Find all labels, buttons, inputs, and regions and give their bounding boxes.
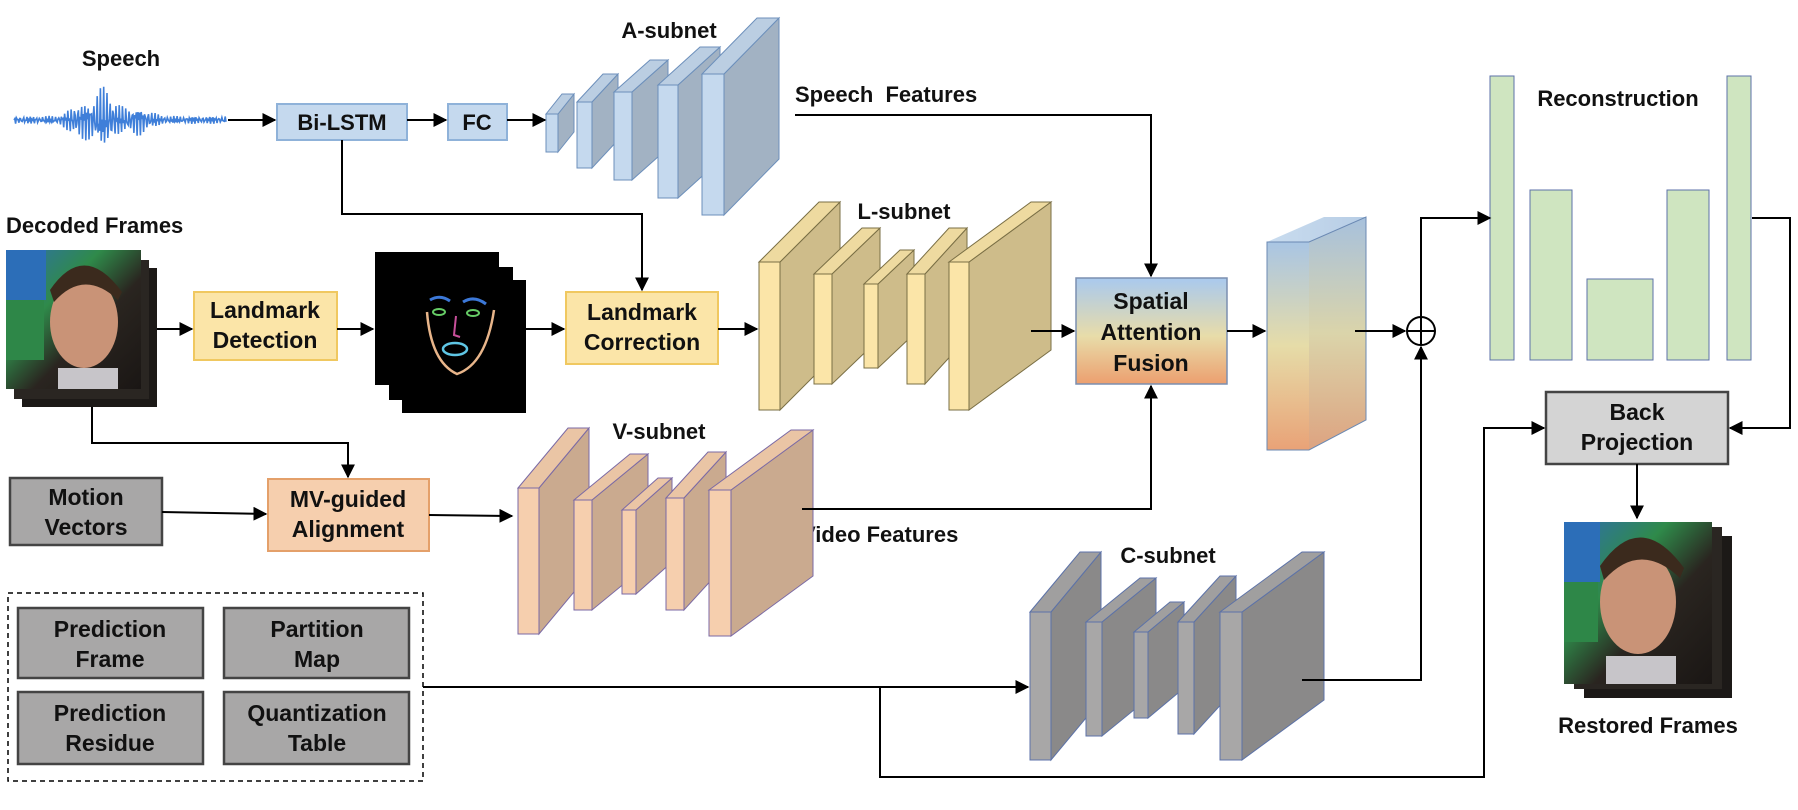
a-subnet-layer-2 xyxy=(575,72,620,170)
bilstm-label: Bi-LSTM xyxy=(297,110,386,135)
reconstruction-label: Reconstruction xyxy=(1537,86,1698,111)
quantization-table-label-1: Quantization xyxy=(247,700,386,726)
mv-alignment-block: MV-guided Alignment xyxy=(267,478,430,552)
prediction-residue-block: Prediction Residue xyxy=(16,690,205,766)
arrow-reconstruction-back-projection xyxy=(1728,217,1791,435)
prediction-frame-label-1: Prediction xyxy=(54,616,166,642)
fused-feature-map xyxy=(1266,216,1367,451)
reconstruction-layer-5 xyxy=(1726,75,1752,361)
partition-map-label-2: Map xyxy=(294,646,340,672)
saf-label-1: Spatial xyxy=(1113,288,1188,314)
v-subnet-layer-5 xyxy=(707,429,815,637)
back-projection-label-2: Projection xyxy=(1581,429,1693,455)
arrow-alignment-vsubnet xyxy=(428,508,514,523)
l-subnet-layer-5 xyxy=(947,201,1053,411)
sum-icon xyxy=(1406,316,1436,346)
landmark-detection-label-2: Detection xyxy=(213,327,318,353)
landmark-detection-block: Landmark Detection xyxy=(193,291,338,361)
arrow-motion-alignment xyxy=(161,506,268,521)
back-projection-label-1: Back xyxy=(1610,399,1665,425)
arrow-csubnet-sum xyxy=(1302,345,1428,681)
a-subnet-layer-5 xyxy=(700,16,781,217)
motion-vectors-label-2: Vectors xyxy=(44,514,127,540)
mv-alignment-label-2: Alignment xyxy=(292,516,405,542)
video-features-label: Video Features xyxy=(801,522,958,547)
saf-label-3: Fusion xyxy=(1113,350,1188,376)
reconstruction-layer-3 xyxy=(1586,278,1654,361)
landmark-correction-label-2: Correction xyxy=(584,329,700,355)
v-subnet-layer-3 xyxy=(620,476,674,596)
bilstm-block: Bi-LSTM xyxy=(276,103,408,141)
landmark-correction-block: Landmark Correction xyxy=(565,291,719,365)
quantization-table-label-2: Table xyxy=(288,730,346,756)
a-subnet-label: A-subnet xyxy=(621,18,717,43)
l-subnet xyxy=(757,200,1053,412)
c-subnet-layer-3 xyxy=(1132,600,1186,720)
arrow-codec-back-projection xyxy=(879,421,1546,778)
prediction-residue-label-2: Residue xyxy=(65,730,154,756)
fc-block: FC xyxy=(447,103,508,141)
decoded-frames-image xyxy=(6,250,157,407)
reconstruction-layers xyxy=(1489,75,1752,361)
motion-vectors-block: Motion Vectors xyxy=(8,476,164,547)
motion-vectors-label-1: Motion xyxy=(48,484,123,510)
quantization-table-block: Quantization Table xyxy=(222,690,411,766)
partition-map-block: Partition Map xyxy=(222,606,411,680)
restored-frames-image xyxy=(1564,522,1732,698)
saf-label-2: Attention xyxy=(1101,319,1202,345)
c-subnet-layer-5 xyxy=(1218,551,1326,761)
l-subnet-layer-3 xyxy=(862,248,916,370)
a-subnet-layer-1 xyxy=(544,92,576,154)
landmark-correction-label-1: Landmark xyxy=(587,299,697,325)
mv-alignment-label-1: MV-guided xyxy=(290,486,406,512)
v-subnet-layer-1 xyxy=(516,426,591,636)
back-projection-block: Back Projection xyxy=(1544,390,1730,466)
reconstruction-layer-4 xyxy=(1666,189,1710,361)
arrow-frames-alignment xyxy=(91,407,355,479)
prediction-residue-label-1: Prediction xyxy=(54,700,166,726)
l-subnet-label: L-subnet xyxy=(858,199,952,224)
reconstruction-layer-1 xyxy=(1489,75,1515,361)
c-subnet-layer-2 xyxy=(1084,576,1158,738)
reconstruction-layer-2 xyxy=(1529,189,1573,361)
arrow-sum-reconstruction xyxy=(1420,211,1492,317)
codec-info-group: Prediction Frame Partition Map Predictio… xyxy=(7,592,424,782)
fc-label: FC xyxy=(462,110,491,135)
arrow-bilstm-landmark-correction xyxy=(341,140,649,292)
prediction-frame-block: Prediction Frame xyxy=(16,606,205,680)
connectors xyxy=(91,113,1791,778)
speech-features-label: Speech Features xyxy=(795,82,977,107)
prediction-frame-label-2: Frame xyxy=(75,646,144,672)
landmark-image xyxy=(375,252,526,413)
arrow-speech-features-saf xyxy=(795,114,1158,278)
arrow-video-features-saf xyxy=(802,384,1158,510)
landmark-detection-label-1: Landmark xyxy=(210,297,320,323)
v-subnet xyxy=(516,426,815,637)
speech-waveform-icon xyxy=(13,86,227,143)
c-subnet xyxy=(1028,550,1326,762)
restored-frames-label: Restored Frames xyxy=(1558,713,1738,738)
decoded-frames-label: Decoded Frames xyxy=(6,213,183,238)
c-subnet-label: C-subnet xyxy=(1120,543,1216,568)
spatial-attention-fusion-block: Spatial Attention Fusion xyxy=(1075,277,1228,385)
speech-label: Speech xyxy=(82,46,160,71)
partition-map-label-1: Partition xyxy=(270,616,363,642)
v-subnet-label: V-subnet xyxy=(613,419,707,444)
a-subnet xyxy=(544,16,781,217)
